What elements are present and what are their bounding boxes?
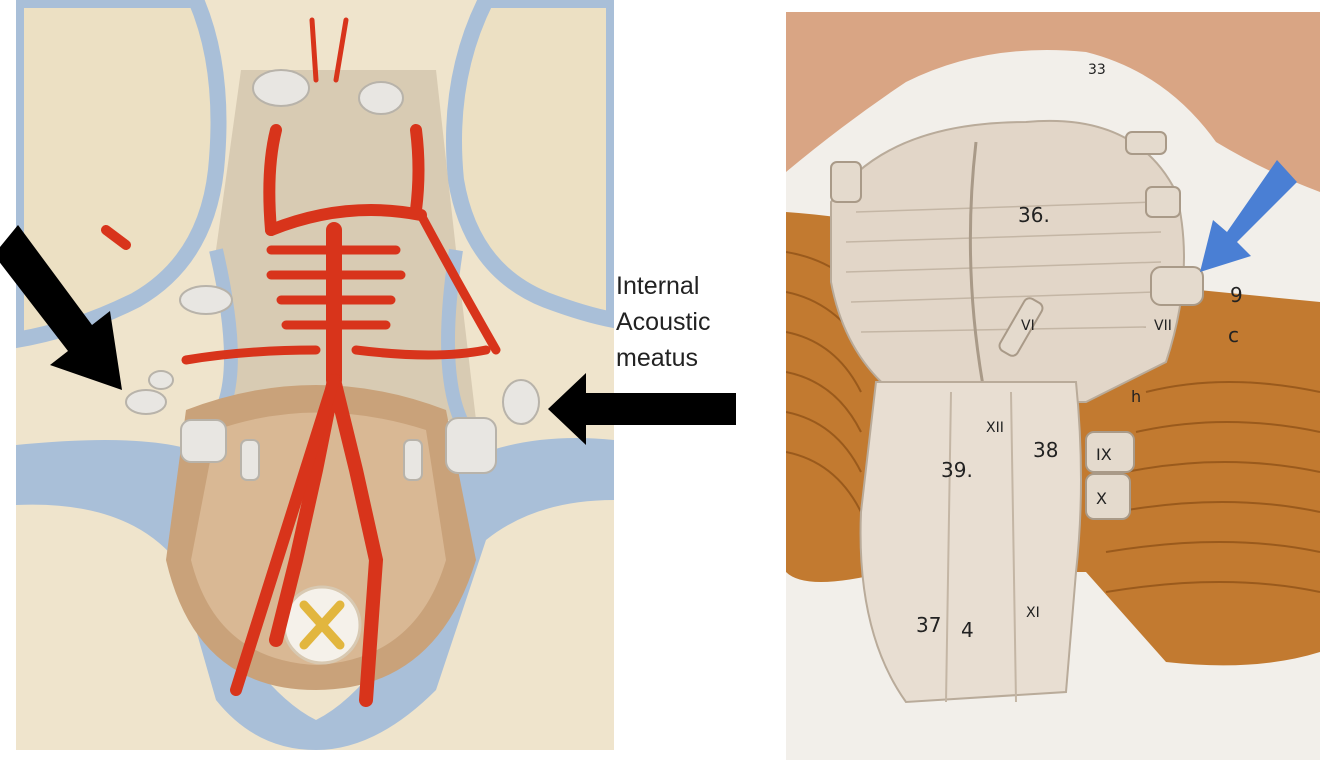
label-ix: IX <box>1096 445 1112 464</box>
label-x: X <box>1096 489 1107 508</box>
skull-base-illustration <box>16 0 614 750</box>
label-36: 36. <box>1018 203 1050 227</box>
callout-line-3: meatus <box>616 344 698 372</box>
label-h: h <box>1131 387 1141 406</box>
brainstem-illustration: 36. 38 39. 37 4 9 c 33 IX X XII XI VI VI… <box>786 12 1320 760</box>
callout-arrow-icon <box>548 373 736 445</box>
label-39: 39. <box>941 458 973 482</box>
label-vii: VII <box>1154 318 1172 334</box>
label-c: c <box>1228 323 1239 347</box>
label-37: 37 <box>916 613 941 637</box>
label-xi: XI <box>1026 605 1040 621</box>
left-arrow-icon <box>0 225 122 390</box>
label-38: 38 <box>1033 438 1058 462</box>
callout-line-1: Internal <box>616 272 700 300</box>
blue-arrow-icon <box>1200 160 1297 272</box>
label-xii: XII <box>986 420 1004 436</box>
brainstem-photo: 36. 38 39. 37 4 9 c 33 IX X XII XI VI VI… <box>786 12 1320 760</box>
label-9: 9 <box>1230 283 1243 307</box>
label-4: 4 <box>961 618 974 642</box>
label-33: 33 <box>1088 62 1106 78</box>
internal-acoustic-meatus-callout: Internal Acoustic meatus <box>616 268 710 376</box>
callout-line-2: Acoustic <box>616 308 711 336</box>
skull-base-photo <box>16 0 614 750</box>
label-vi: VI <box>1021 318 1035 334</box>
